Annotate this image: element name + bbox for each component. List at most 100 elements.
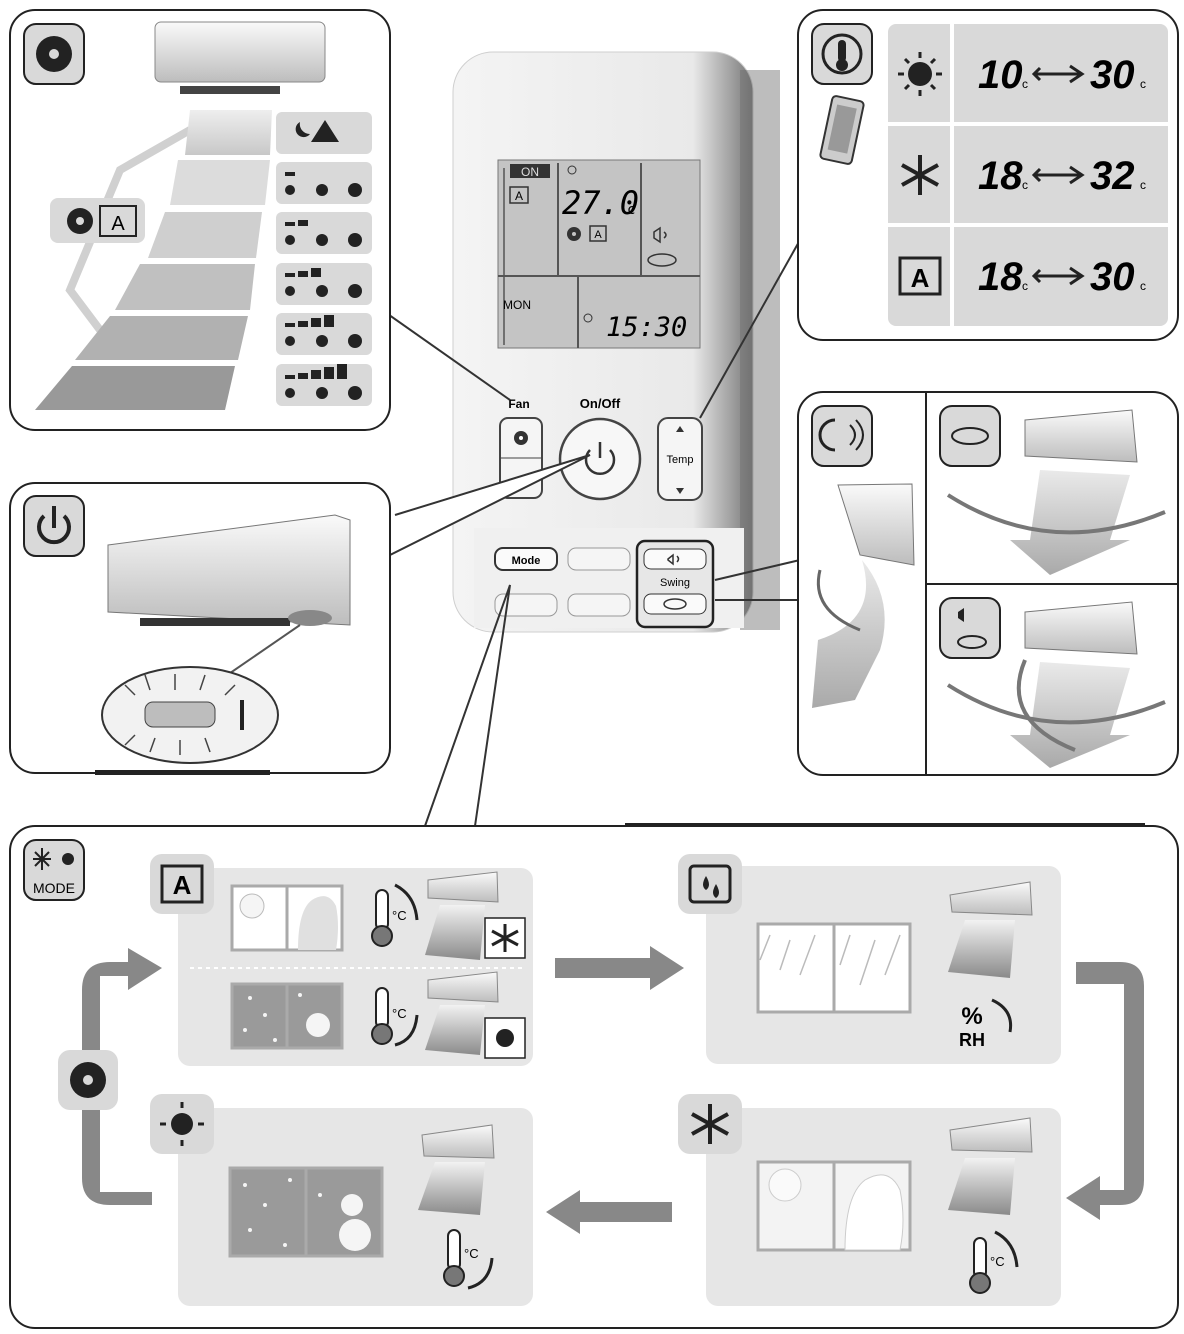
- lcd-display: ON A 27.0 c A MON 15:30: [497, 159, 701, 349]
- temp-down-icon[interactable]: [676, 488, 684, 494]
- temp-min-auto: 18: [978, 255, 1023, 299]
- fan-button-icon: [514, 431, 528, 445]
- auto-mode-badge: A: [150, 854, 214, 914]
- blank-button-3[interactable]: [567, 593, 631, 617]
- dry-mode-badge: [678, 854, 742, 914]
- lcd-fan-auto-icon: [589, 225, 607, 242]
- temp-range-table: [888, 24, 1168, 326]
- temp-min-unit-auto: c: [1022, 279, 1028, 293]
- heat-mode-icon: [898, 52, 942, 96]
- lcd-temperature: 27.0: [562, 184, 639, 222]
- lcd-fan-icon: [567, 227, 581, 241]
- cool-badge-icon: [484, 917, 526, 959]
- temp-min-unit-heat: c: [1022, 77, 1028, 91]
- arrow-left: [546, 1190, 672, 1234]
- sun-icon: [239, 893, 265, 919]
- thermometer-up-icon: °C: [371, 987, 419, 1047]
- fan-level-2: [276, 212, 372, 254]
- cool-mode-icon: [901, 155, 939, 195]
- 3d-swing-icon: [939, 597, 1001, 659]
- thermo-unit-1: °C: [392, 908, 407, 923]
- temp-max-cool: 32: [1090, 154, 1135, 198]
- temp-min-heat: 10: [978, 53, 1023, 97]
- swing-panel: [797, 391, 1179, 776]
- onoff-button-label: On/Off: [580, 396, 621, 411]
- remote-control: ON A 27.0 c A MON 15:30 Fan: [452, 51, 780, 633]
- lcd-clock-icon: [583, 313, 593, 323]
- fan-speed-panel: A: [9, 9, 391, 431]
- power-icon-badge: [23, 495, 85, 557]
- lcd-day: MON: [503, 298, 531, 312]
- callout-lines: [359, 239, 801, 827]
- temp-max-unit-auto: c: [1140, 279, 1146, 293]
- heat-mode-box: °C: [150, 1094, 533, 1306]
- temp-max-heat: 30: [1090, 53, 1135, 97]
- airflow-levels: [35, 110, 272, 410]
- heat-badge-icon: [484, 1017, 526, 1059]
- mode-icon-label: MODE: [33, 880, 75, 896]
- swing-horizontal-button[interactable]: [643, 593, 707, 615]
- thermometer-down-icon: °C: [371, 883, 419, 947]
- range-arrow-heat: [1031, 64, 1085, 84]
- fan-level-1: [276, 162, 372, 204]
- fan-level-indicators: [276, 112, 372, 406]
- blank-button-1[interactable]: [567, 547, 631, 571]
- temp-min-cool: 18: [978, 154, 1023, 198]
- thermometer-cool-icon: °C: [969, 1230, 1019, 1294]
- swing-vertical-button[interactable]: [643, 548, 707, 570]
- thermometer-icon: [811, 23, 873, 85]
- status-lamp: [288, 610, 332, 626]
- heat-mode-badge: [150, 1094, 214, 1154]
- rh-label: RH: [959, 1030, 985, 1050]
- auto-mode-label: A: [911, 263, 930, 293]
- thermo-unit-4: °C: [464, 1246, 479, 1261]
- lcd-sensor-icon: [567, 165, 577, 175]
- 3d-swing-illustration: [946, 601, 1166, 768]
- quiet-mode-icon: [276, 112, 372, 154]
- mode-button[interactable]: Mode: [494, 547, 558, 571]
- snowman-icon: [306, 1013, 330, 1037]
- auto-mode-icon: A: [898, 256, 942, 296]
- temp-max-unit-cool: c: [1140, 178, 1146, 192]
- lcd-swing-vertical-icon: [653, 226, 667, 244]
- fan-mode-badge: [58, 1050, 118, 1110]
- remote-mini-icon: [819, 95, 865, 165]
- swing-vertical-icon: [667, 553, 680, 566]
- lcd-swing-horizontal-icon: [647, 253, 677, 267]
- lcd-fan-auto-label: A: [594, 229, 602, 241]
- thermo-unit-3: °C: [990, 1254, 1005, 1269]
- arrow-down-right: [1066, 962, 1144, 1220]
- lcd-on-indicator: [510, 164, 550, 178]
- range-arrow-cool: [1031, 165, 1085, 185]
- operation-lamp-zoom: [101, 666, 279, 764]
- temp-up-icon[interactable]: [676, 426, 684, 432]
- temp-max-unit-heat: c: [1140, 77, 1146, 91]
- onoff-button[interactable]: [558, 417, 642, 501]
- temp-button-label: Temp: [667, 454, 694, 466]
- snowman-icon-2: [341, 1194, 363, 1216]
- range-arrow-auto: [1031, 266, 1085, 286]
- horizontal-swing-icon: [939, 405, 1001, 467]
- vertical-swing-illustration: [812, 483, 915, 708]
- blank-button-2[interactable]: [494, 593, 558, 617]
- thermometer-heat-icon: °C: [443, 1229, 494, 1290]
- temp-min-unit-cool: c: [1022, 178, 1028, 192]
- swing-icon: [811, 405, 873, 467]
- lcd-auto-label: A: [515, 189, 523, 203]
- power-panel: [9, 482, 391, 775]
- indoor-unit: [154, 21, 326, 94]
- humidity-icon: % RH: [959, 998, 1013, 1050]
- fan-auto-icon: A: [50, 198, 145, 243]
- fan-icon: [23, 23, 85, 85]
- temp-button[interactable]: Temp: [657, 417, 703, 501]
- swing-button-label: Swing: [660, 577, 690, 589]
- auto-mode-box: A °C °C: [150, 854, 533, 1066]
- indoor-unit-power: [107, 514, 351, 626]
- auto-mode-badge-label: A: [173, 870, 192, 900]
- lcd-temp-unit: c: [627, 202, 635, 218]
- dry-mode-box: % RH: [678, 854, 1061, 1064]
- arrow-right: [555, 946, 684, 990]
